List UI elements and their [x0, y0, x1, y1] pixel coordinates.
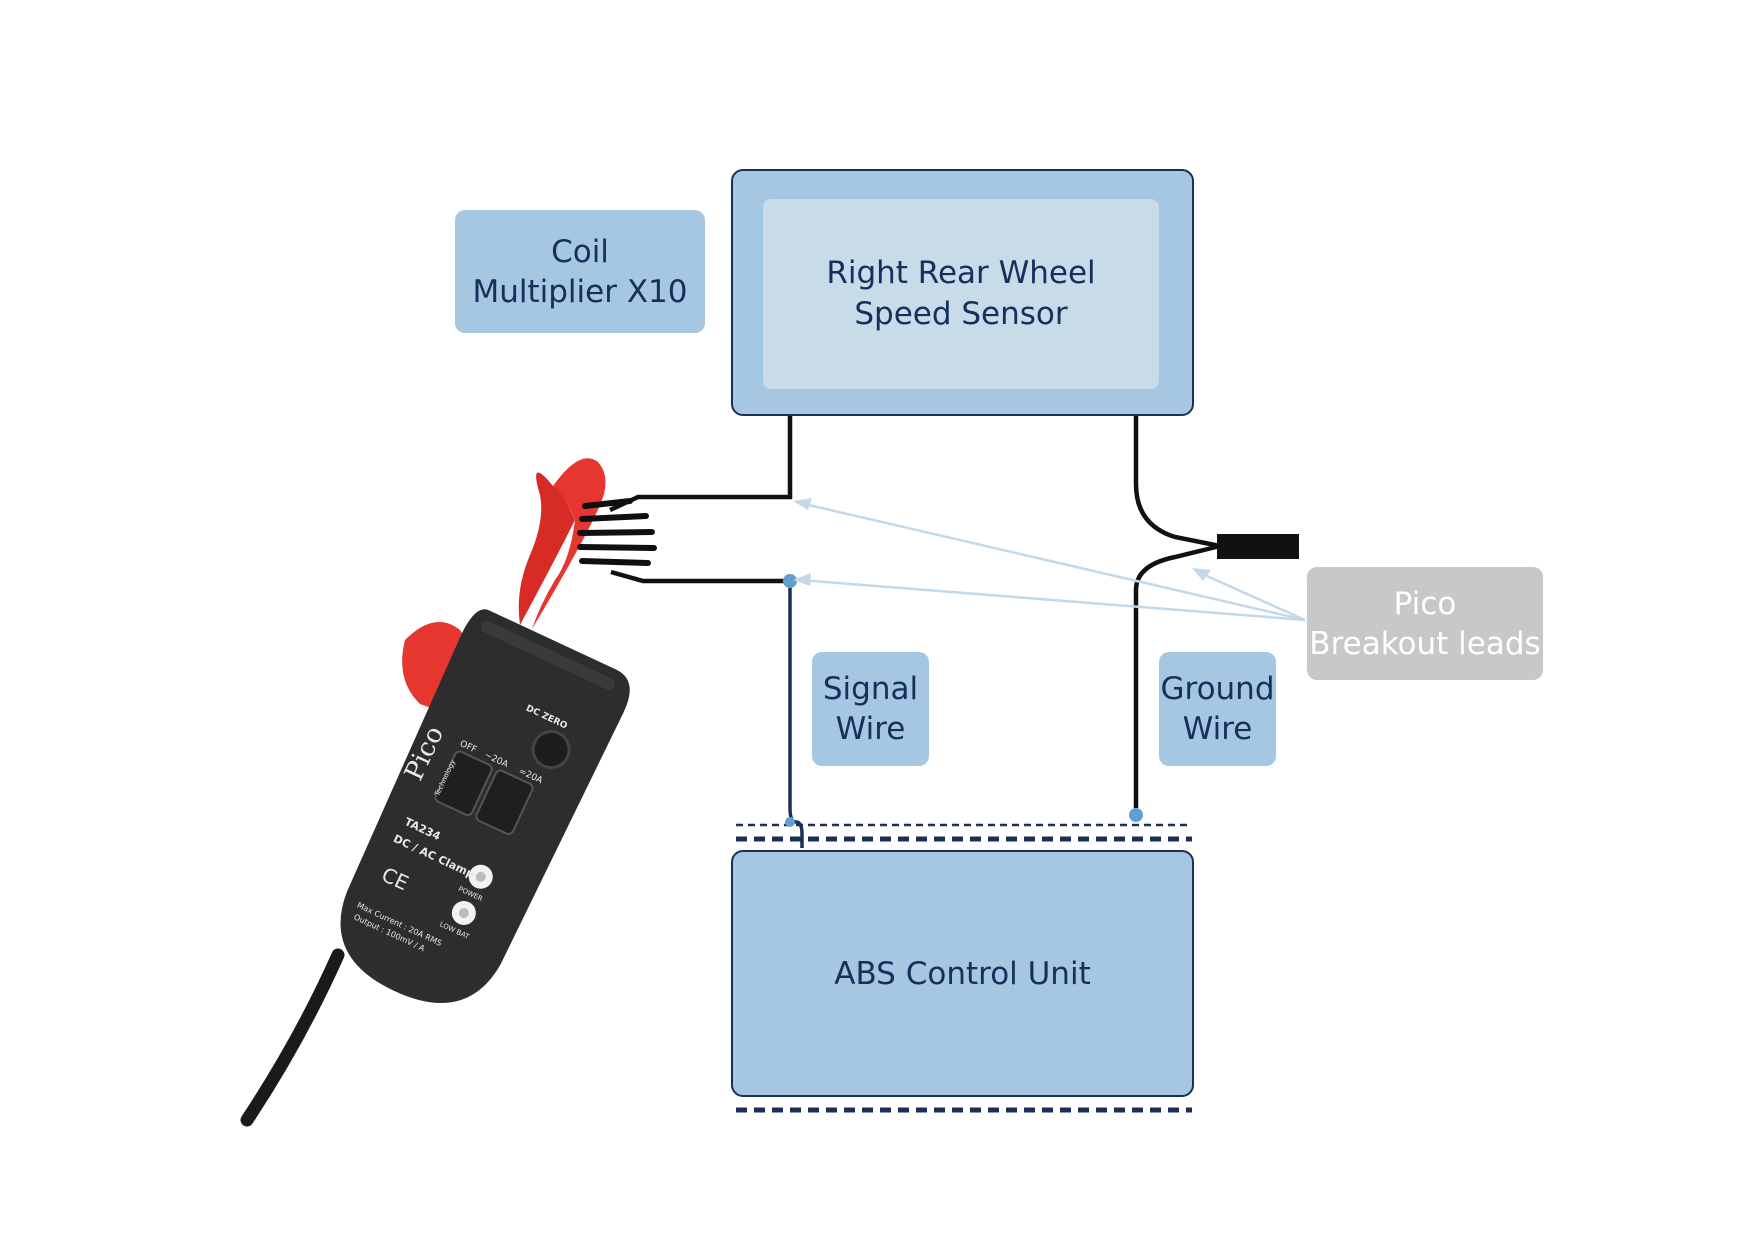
- clamp-loop-lower-wire: [610, 569, 790, 584]
- signal-wire-line1: Signal: [822, 671, 919, 707]
- breakout-leads-line2: Breakout leads: [1309, 625, 1541, 662]
- speed-sensor-block: Right Rear Wheel Speed Sensor: [731, 169, 1194, 416]
- clamp-cable-icon: [240, 948, 345, 1127]
- clamp-wire-bundle-icon: [577, 498, 657, 566]
- abs-control-unit-label: ABS Control Unit: [834, 955, 1091, 992]
- ground-wire-line2: Wire: [1182, 711, 1253, 747]
- ground-wire-upper: [1133, 416, 1221, 549]
- clamp-jaw-icon: [532, 458, 606, 629]
- signal-wire-line2: Wire: [835, 711, 906, 747]
- clamp-loop-upper-wire: [609, 416, 793, 513]
- breakout-arrowheads: [793, 498, 1211, 586]
- clamp-body-icon: DC ZERO OFF ~20A =20A Pico Technology TA…: [340, 609, 630, 1003]
- signal-wire-label: Signal Wire: [812, 652, 929, 766]
- breakout-leads-line1: Pico: [1393, 585, 1457, 622]
- signal-wire: [788, 581, 804, 848]
- signal-junction-pin: [783, 574, 797, 588]
- ground-abs-pin: [1129, 808, 1143, 822]
- coil-multiplier-label: Coil Multiplier X10: [455, 210, 705, 333]
- speed-sensor-panel: Right Rear Wheel Speed Sensor: [763, 199, 1159, 389]
- breakout-lead-plug: [1217, 534, 1299, 559]
- abs-control-unit-block: ABS Control Unit: [731, 850, 1194, 1097]
- speed-sensor-line2: Speed Sensor: [854, 296, 1068, 332]
- current-clamp-illustration: DC ZERO OFF ~20A =20A Pico Technology TA…: [240, 458, 657, 1127]
- ground-wire-label: Ground Wire: [1159, 652, 1276, 766]
- coil-multiplier-line1: Coil: [551, 233, 609, 270]
- speed-sensor-line1: Right Rear Wheel: [826, 255, 1096, 291]
- ground-wire-line1: Ground: [1160, 671, 1275, 707]
- breakout-leads-label: Pico Breakout leads: [1307, 567, 1543, 680]
- ground-wire-lower: [1133, 543, 1221, 808]
- coil-multiplier-line2: Multiplier X10: [472, 273, 688, 310]
- signal-abs-pin: [785, 817, 795, 827]
- abs-connector-top: [736, 823, 1192, 842]
- breakout-pointer-arrows: [799, 501, 1306, 622]
